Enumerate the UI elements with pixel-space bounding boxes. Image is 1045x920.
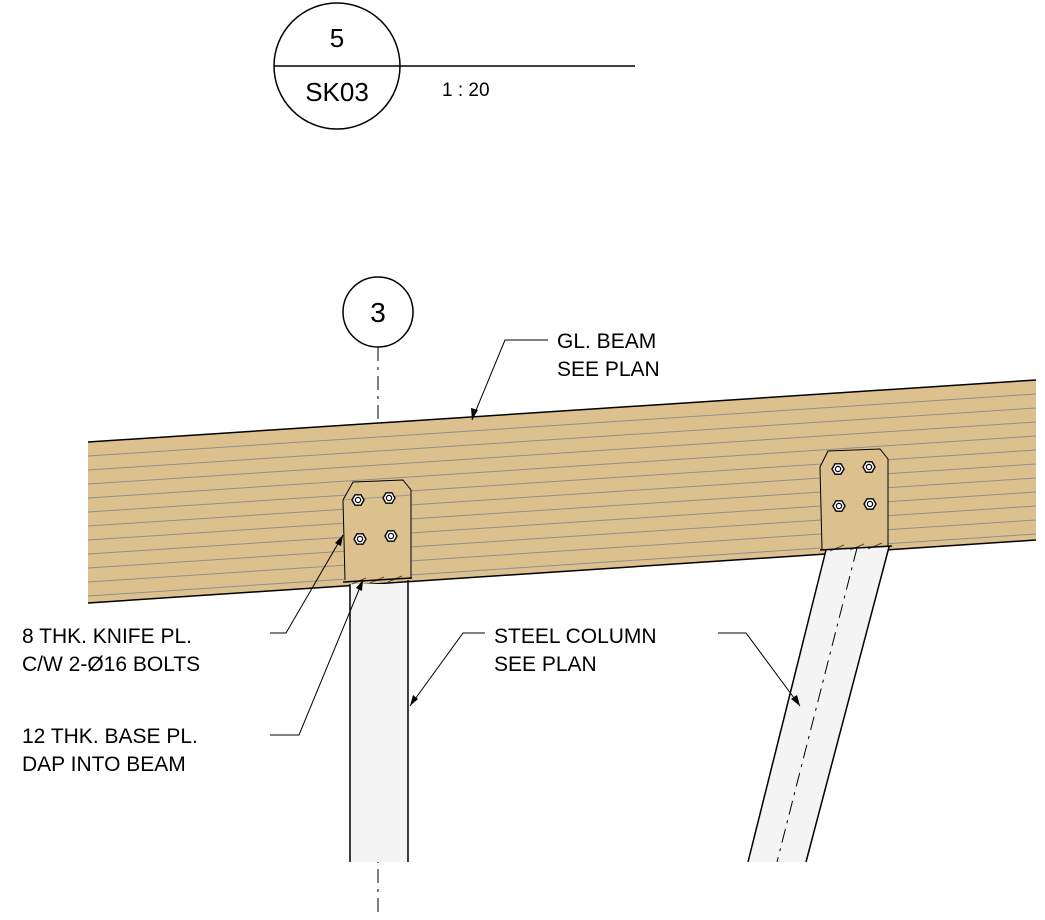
bolt-icon — [831, 463, 845, 475]
bolt-icon — [351, 494, 365, 506]
detail-title-marker: 5 SK03 1 : 20 — [273, 2, 635, 130]
bolt-icon — [862, 461, 876, 473]
knife-plate-left — [342, 479, 413, 585]
column-centerline — [776, 547, 858, 863]
steel-column-right — [747, 546, 890, 863]
callout-base-plate-line1: 12 THK. BASE PL. — [22, 725, 198, 748]
scale-label: 1 : 20 — [442, 80, 490, 101]
bolt-icon — [863, 498, 877, 510]
bolt-icon — [382, 492, 396, 504]
callout-beam-line2: SEE PLAN — [557, 358, 660, 381]
bolt-icon — [384, 530, 398, 542]
bolt-icon — [353, 533, 367, 545]
callout-column-line1: STEEL COLUMN — [494, 625, 657, 648]
beam-body — [88, 380, 1036, 603]
knife-plate-right — [819, 448, 893, 552]
glulam-beam — [87, 379, 1037, 604]
sheet-reference: SK03 — [305, 77, 369, 107]
callout-beam-line1: GL. BEAM — [557, 330, 656, 353]
detail-number: 5 — [330, 23, 344, 53]
callout-base-plate-line2: DAP INTO BEAM — [22, 753, 186, 776]
base-plate-right — [819, 545, 893, 551]
callout-knife-plate: 8 THK. KNIFE PL. C/W 2-Ø16 BOLTS — [22, 534, 344, 676]
callout-column: STEEL COLUMN SEE PLAN — [409, 625, 801, 707]
callout-knife-plate-line1: 8 THK. KNIFE PL. — [22, 625, 192, 648]
callout-knife-plate-line2: C/W 2-Ø16 BOLTS — [22, 653, 200, 676]
callout-column-line2: SEE PLAN — [494, 653, 597, 676]
beam-top-edge — [87, 379, 1037, 443]
callout-base-plate: 12 THK. BASE PL. DAP INTO BEAM — [22, 579, 364, 776]
bolt-icon — [832, 500, 846, 512]
callout-beam: GL. BEAM SEE PLAN — [471, 330, 660, 421]
steel-column-left — [349, 580, 409, 862]
grid-bubble-label: 3 — [370, 297, 386, 328]
